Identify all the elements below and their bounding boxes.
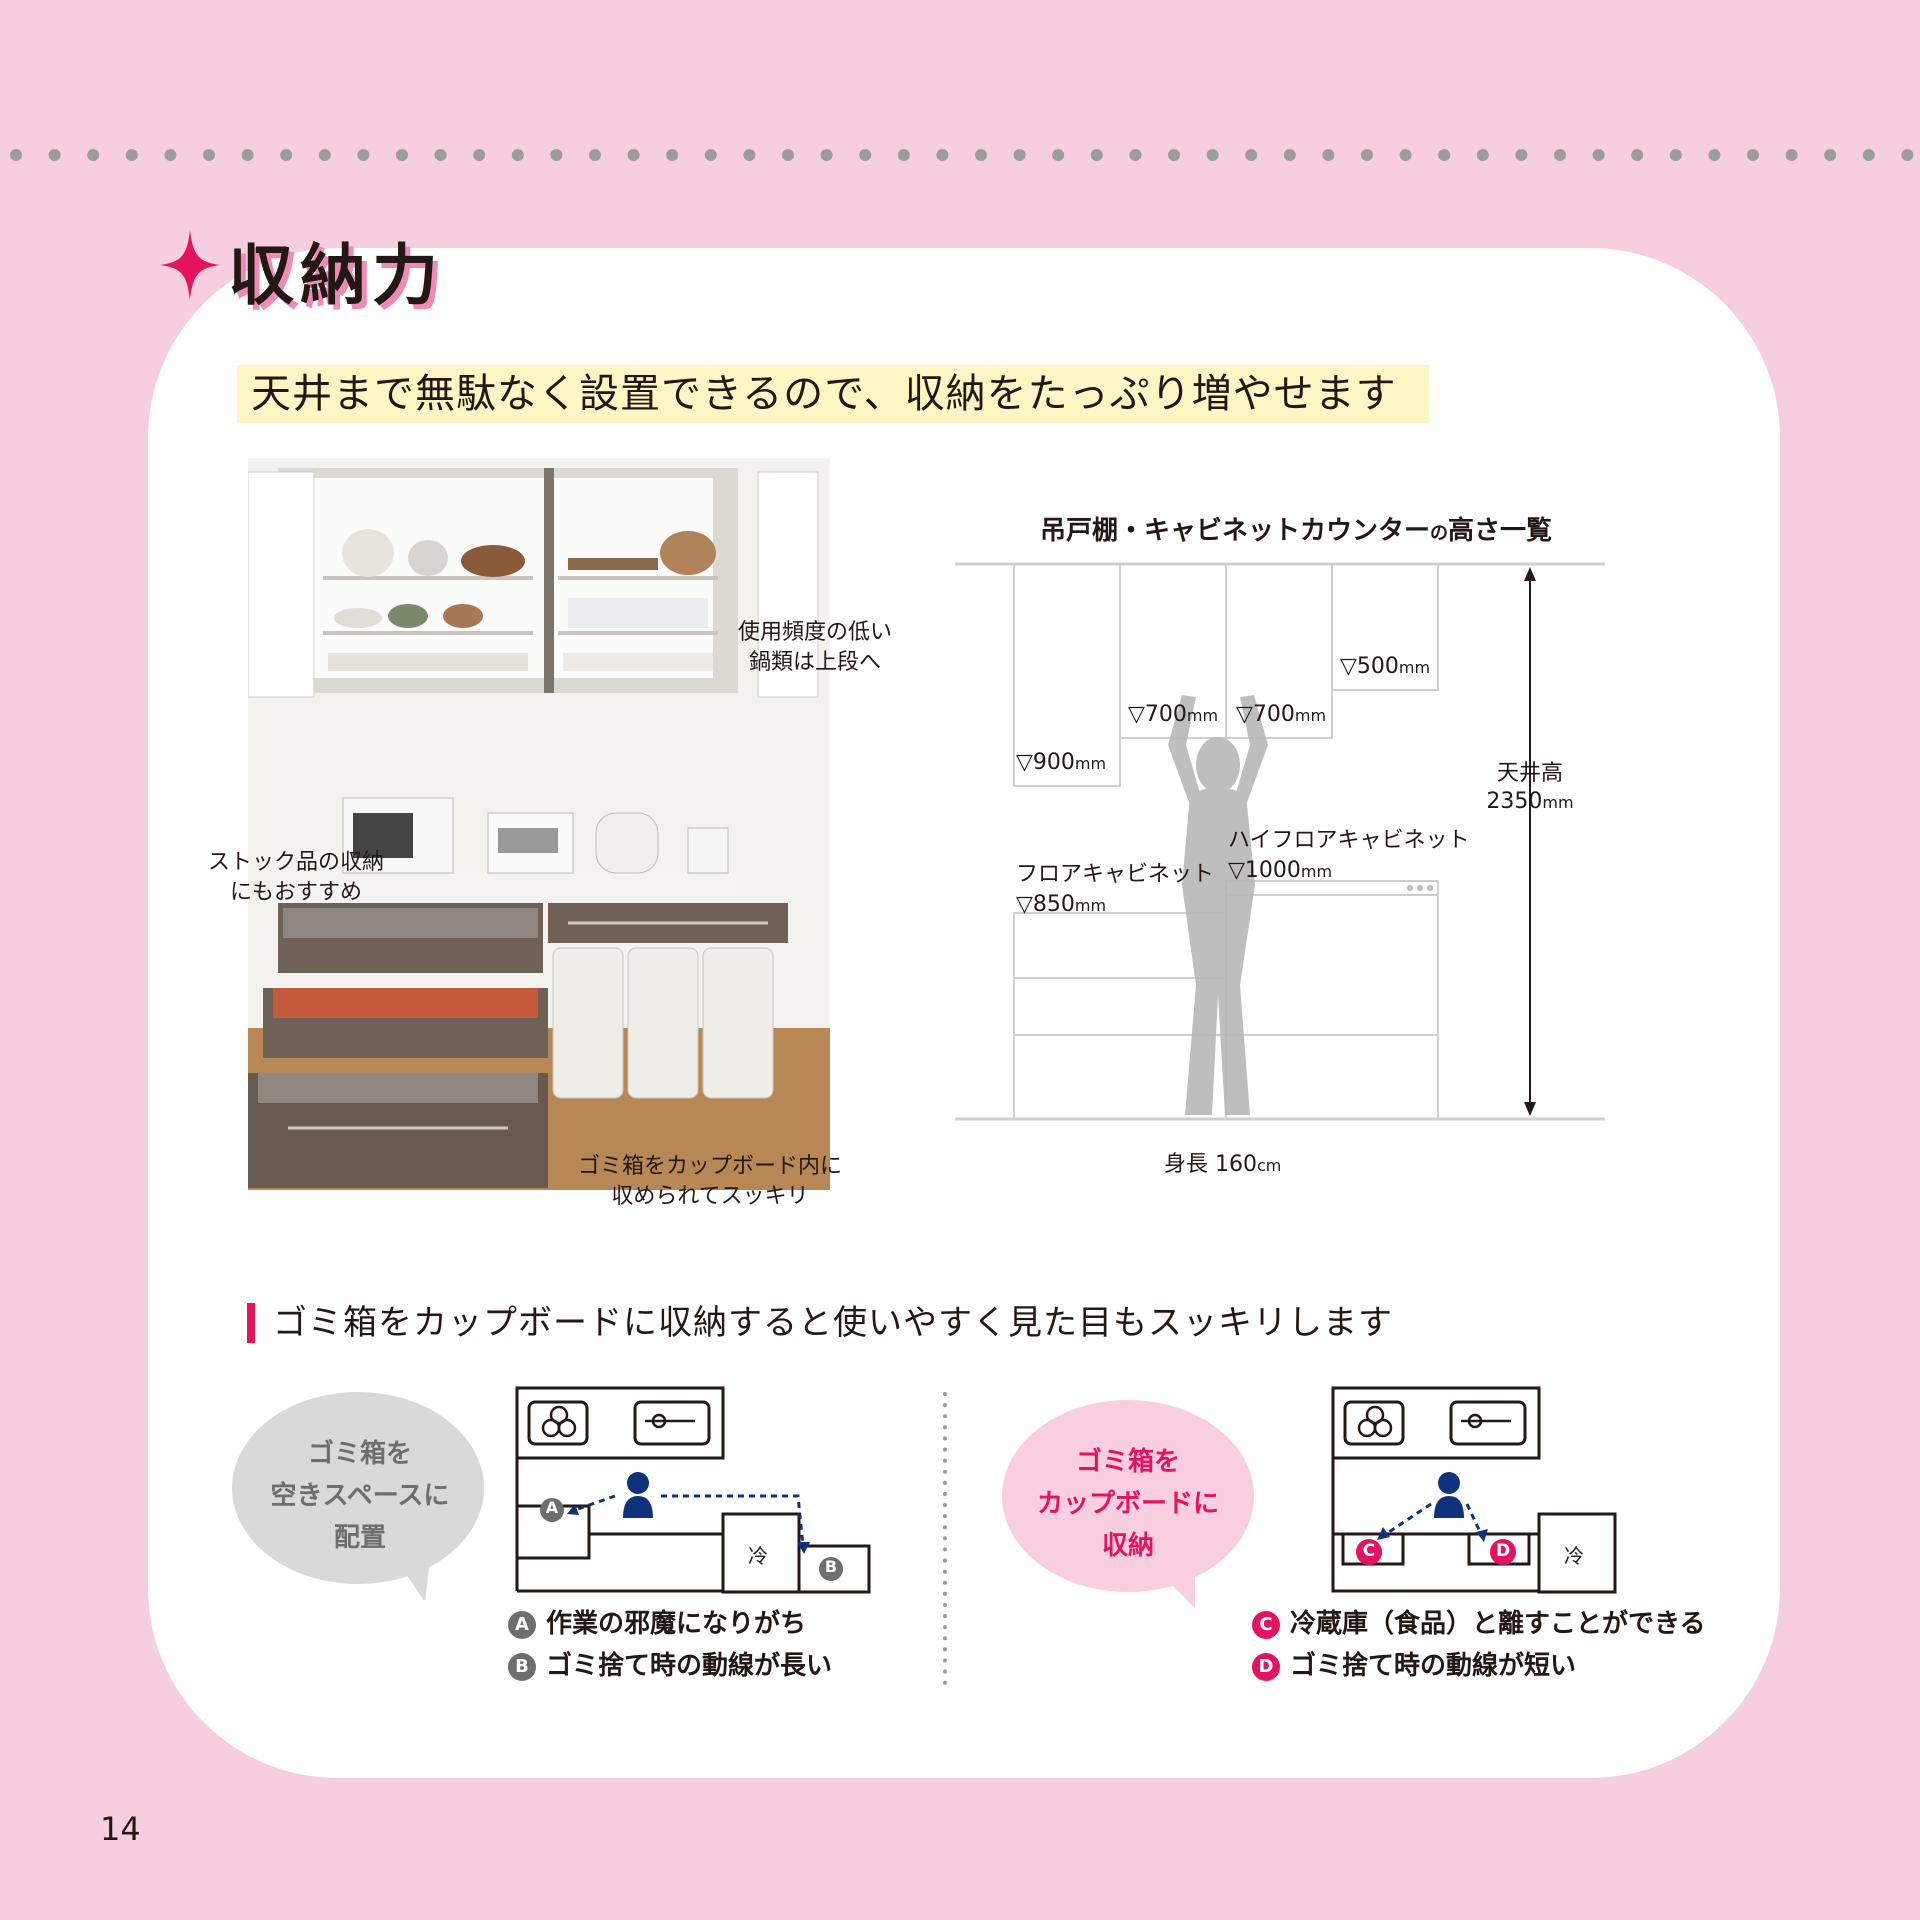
divider-dot bbox=[897, 149, 910, 161]
badge-d: D bbox=[1252, 1653, 1280, 1681]
divider-dot bbox=[589, 149, 601, 161]
wall-cabinet-500: ▽500mm bbox=[1340, 654, 1431, 679]
divider-dot bbox=[1824, 149, 1837, 161]
wall-cabinet-700b: ▽700mm bbox=[1236, 702, 1327, 727]
divider-dot bbox=[125, 149, 138, 161]
divider-dot bbox=[164, 149, 177, 161]
badge-a: A bbox=[508, 1611, 536, 1639]
height-diagram bbox=[955, 562, 1605, 1121]
divider-dot bbox=[743, 149, 756, 161]
high-floor-cabinet-label: ハイフロアキャビネット ▽1000mm bbox=[1228, 828, 1470, 883]
note-trash-inside: ゴミ箱をカップボード内に 収められてスッキリ bbox=[577, 1154, 842, 1209]
divider-dot bbox=[820, 149, 833, 161]
sparkle-icon bbox=[160, 230, 220, 300]
divider-dot bbox=[1515, 149, 1528, 161]
divider-dot bbox=[550, 149, 563, 161]
divider-dot bbox=[1785, 149, 1798, 161]
divider-dot bbox=[434, 149, 447, 161]
marker-a: A bbox=[545, 1498, 559, 1517]
divider-dot bbox=[1322, 149, 1335, 161]
divider-dot bbox=[318, 149, 331, 161]
height-diagram-title: 吊戸棚・キャビネットカウンターの高さ一覧 bbox=[1040, 516, 1553, 546]
divider-dot bbox=[1476, 149, 1489, 161]
divider-dot bbox=[1708, 149, 1721, 161]
marker-c: C bbox=[1362, 1541, 1376, 1561]
divider-dot bbox=[1361, 149, 1373, 161]
kitchen-plan-right bbox=[1331, 1386, 1617, 1594]
divider-dot bbox=[1245, 149, 1258, 161]
divider-dot bbox=[473, 149, 486, 161]
fridge-left: 冷 bbox=[748, 1544, 768, 1568]
divider-dot bbox=[357, 149, 370, 161]
speech-bubble-left bbox=[232, 1392, 484, 1600]
badge-c: C bbox=[1252, 1611, 1280, 1639]
section-heading: ゴミ箱をカップボードに収納すると使いやすく見た目もスッキリします bbox=[247, 1303, 1393, 1343]
floor-cabinet-label: フロアキャビネット ▽850mm bbox=[1016, 862, 1215, 917]
divider-dot bbox=[1747, 149, 1759, 161]
divider-dot bbox=[1592, 149, 1605, 161]
divider-dot bbox=[1438, 149, 1451, 161]
divider-dot bbox=[627, 149, 640, 161]
divider-dot bbox=[87, 149, 100, 161]
divider-dot bbox=[203, 149, 215, 161]
dotted-divider bbox=[10, 149, 1914, 161]
note-upper-shelf: 使用頻度の低い 鍋類は上段へ bbox=[737, 620, 892, 675]
divider-dot bbox=[1862, 149, 1875, 161]
speech-bubble-right bbox=[1002, 1400, 1254, 1608]
wall-cabinet-700a: ▽700mm bbox=[1128, 702, 1219, 727]
page-title: 収納力 bbox=[228, 237, 444, 314]
wall-cabinet-900: ▽900mm bbox=[1016, 750, 1107, 775]
fridge-right: 冷 bbox=[1564, 1544, 1584, 1568]
divider-dot bbox=[1901, 149, 1914, 161]
subheading: 天井まで無駄なく設置できるので、収納をたっぷり増やせます bbox=[237, 365, 1429, 423]
divider-dot bbox=[1206, 149, 1219, 161]
divider-dot bbox=[936, 149, 949, 161]
marker-d: D bbox=[1496, 1541, 1511, 1561]
bubble-left-text: ゴミ箱を 空きスペースに 配置 bbox=[270, 1439, 450, 1553]
bubble-right-text: ゴミ箱を カップボードに 収納 bbox=[1036, 1447, 1219, 1561]
divider-dot bbox=[241, 149, 254, 161]
divider-dot bbox=[1283, 149, 1296, 161]
divider-dot bbox=[1399, 149, 1412, 161]
divider-dot bbox=[1129, 149, 1142, 161]
divider-dot bbox=[280, 149, 293, 161]
divider-dot bbox=[666, 149, 679, 161]
badge-b: B bbox=[508, 1653, 536, 1681]
marker-b: B bbox=[824, 1557, 838, 1576]
kitchen-plan-left bbox=[515, 1386, 871, 1594]
divider-dot bbox=[1168, 149, 1180, 161]
vertical-dotted-divider bbox=[943, 1392, 947, 1688]
divider-dot bbox=[1669, 149, 1682, 161]
divider-dot bbox=[975, 149, 987, 161]
kitchen-photo bbox=[248, 458, 830, 1190]
divider-dot bbox=[859, 149, 872, 161]
divider-dot bbox=[1052, 149, 1065, 161]
divider-dot bbox=[396, 149, 408, 161]
note-stock-storage: ストック品の収納 にもおすすめ bbox=[207, 850, 384, 905]
divider-dot bbox=[704, 149, 717, 161]
divider-dot bbox=[782, 149, 794, 161]
person-height-label: 身長 160cm bbox=[1164, 1152, 1282, 1177]
divider-dot bbox=[1631, 149, 1644, 161]
page-number: 14 bbox=[100, 1810, 141, 1848]
divider-dot bbox=[511, 149, 524, 161]
divider-dot bbox=[48, 149, 61, 161]
divider-dot bbox=[1013, 149, 1026, 161]
divider-dot bbox=[1090, 149, 1103, 161]
divider-dot bbox=[1554, 149, 1566, 161]
ceiling-height-label: 天井高 2350mm bbox=[1486, 761, 1574, 814]
divider-dot bbox=[10, 149, 22, 161]
